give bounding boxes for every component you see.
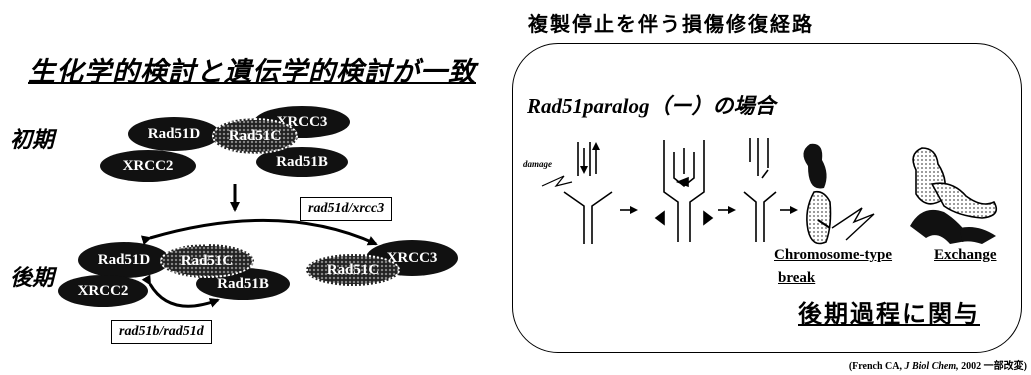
genetic-pair-box-top: rad51d/xrcc3 — [300, 197, 392, 221]
chromosome-break-image — [803, 144, 874, 244]
replication-diagram — [512, 130, 1022, 290]
chromosome-type-label: Chromosome-type — [774, 247, 892, 264]
fork-stage-3 — [744, 138, 776, 242]
citation-authors: (French CA, — [849, 361, 905, 372]
fork-stage-2 — [656, 140, 712, 242]
left-arrows — [0, 0, 520, 375]
exchange-image — [910, 148, 996, 244]
citation-journal: J Biol Chem, — [904, 361, 958, 372]
curved-arrow-top — [150, 220, 376, 244]
late-process-label: 後期過程に関与 — [798, 294, 980, 329]
citation-note: 2002 一部改変) — [959, 361, 1027, 372]
right-title: 複製停止を伴う損傷修復経路 — [528, 8, 814, 37]
fork-stage-1 — [542, 142, 612, 244]
genetic-pair-box-bottom: rad51b/rad51d — [111, 320, 212, 344]
break-label: break — [778, 270, 815, 287]
panel-heading: Rad51paralog（ー）の場合 — [527, 90, 776, 120]
curved-arrow-bottom — [150, 284, 218, 306]
citation: (French CA, J Biol Chem, 2002 一部改変) — [849, 357, 1027, 372]
exchange-label: Exchange — [934, 247, 997, 264]
